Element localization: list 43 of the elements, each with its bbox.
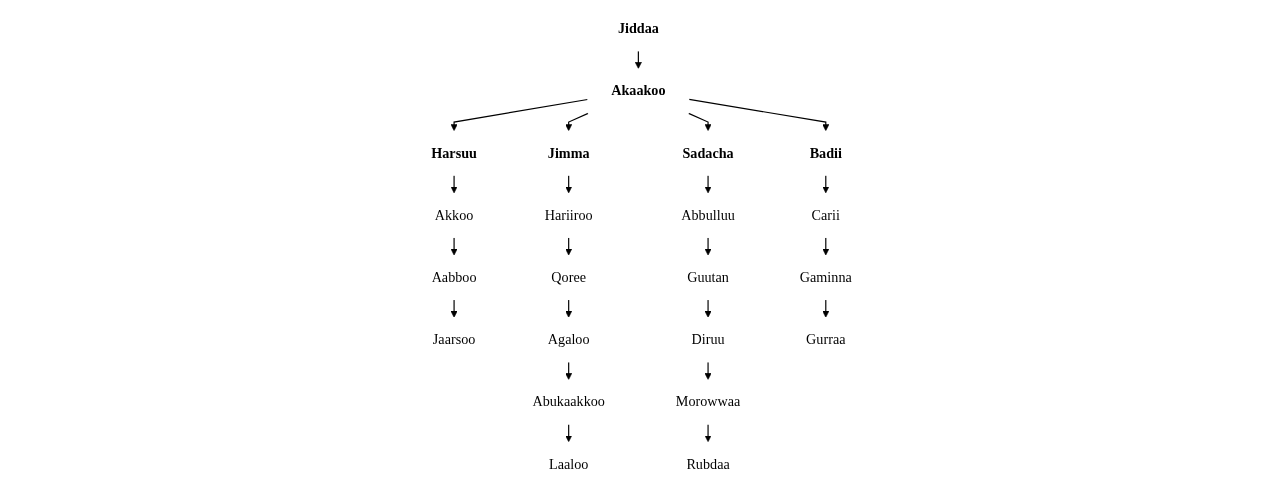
node-text: Akkoo [434, 207, 474, 223]
node-text: Abbulluu [681, 207, 735, 223]
node-text: Akaakoo [611, 82, 666, 99]
node-text: Jaarsoo [432, 331, 476, 348]
arrow [565, 361, 573, 380]
node-text: Laaloo [548, 455, 589, 472]
node-text: Carii [811, 207, 840, 223]
arrow [704, 361, 712, 380]
arrow [565, 299, 573, 318]
node-text: Rubdaa [686, 455, 730, 472]
node-text: Aabboo [431, 269, 477, 286]
arrow [704, 175, 712, 194]
arrow [450, 98, 589, 132]
node-text: Jimma [547, 144, 590, 161]
arrow [704, 237, 712, 256]
node-text: Jiddaa [617, 20, 659, 37]
arrow [688, 98, 830, 132]
node-text: Diruu [691, 331, 725, 348]
node-text: Gaminna [799, 269, 852, 286]
node-text: Gurraa [806, 331, 846, 348]
arrow [450, 175, 458, 194]
arrow [634, 50, 642, 69]
node-text: Badii [809, 144, 842, 161]
arrow [822, 237, 830, 256]
node-text: Agaloo [547, 331, 590, 348]
arrow [450, 237, 458, 256]
node-text: Morowwaa [675, 393, 741, 410]
arrow [565, 175, 573, 194]
node-text: Qoree [551, 269, 586, 286]
arrow [822, 299, 830, 318]
arrow [704, 299, 712, 318]
node-text: Harsuu [431, 144, 477, 161]
node-text: Abukaakkoo [532, 393, 605, 410]
arrow [565, 112, 589, 132]
node-text: Hariiroo [544, 207, 593, 223]
node-text: Guutan [687, 269, 729, 286]
arrow [704, 423, 712, 443]
arrow [450, 299, 458, 318]
arrow [822, 175, 830, 194]
arrow [565, 423, 573, 443]
node-text: Sadacha [682, 144, 734, 161]
arrow [565, 237, 573, 256]
arrow [688, 112, 712, 132]
